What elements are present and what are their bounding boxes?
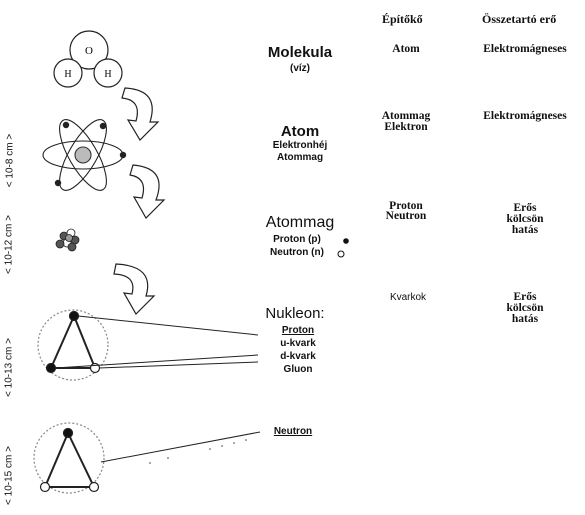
- molecule-o-label: O: [85, 45, 93, 57]
- level-nucleus-title: Atommag: [265, 214, 335, 231]
- nucleon-gluon-label: Gluon: [283, 364, 313, 375]
- neutron-quark-icon: [33, 422, 105, 494]
- nucleus-icon: [55, 228, 80, 252]
- curved-arrow-icon-3: [113, 263, 156, 315]
- molecule-force: Elektromágneses: [483, 43, 567, 55]
- nucleus-block-2: Neutron: [385, 210, 427, 222]
- nucleon-force-2: kölcsön: [506, 302, 544, 314]
- nucleus-force-3: hatás: [511, 224, 539, 236]
- level-atom-title: Atom: [280, 123, 320, 140]
- neutron-dot-icon: [337, 250, 345, 258]
- curved-arrow-icon-1: [121, 87, 160, 141]
- nucleon-u-quark-label: u-kvark: [280, 338, 316, 349]
- nucleon-block: Kvarkok: [389, 292, 427, 303]
- atom-block-1: Atommag: [381, 110, 431, 122]
- nucleon-proton-label: Proton: [281, 325, 315, 336]
- level-nucleon-title: Nukleon:: [265, 305, 325, 322]
- dotted-trace: [149, 439, 247, 464]
- atom-icon: [42, 119, 127, 191]
- nucleon-force-1: Erős: [513, 291, 537, 303]
- nucleon-neutron-label: Neutron: [273, 426, 313, 437]
- nucleus-neutron-label: Neutron (n): [270, 247, 324, 258]
- level-molecule-title: Molekula: [267, 44, 333, 61]
- header-binding-force: Összetartó erő: [482, 12, 557, 26]
- level-atom-sub2: Atommag: [276, 152, 324, 163]
- atom-force: Elektromágneses: [483, 110, 567, 122]
- atom-block-2: Elektron: [384, 121, 428, 133]
- nucleus-proton-label: Proton (p): [273, 234, 321, 245]
- nucleon-force-3: hatás: [511, 313, 539, 325]
- proton-quark-icon: [37, 309, 109, 381]
- molecule-h2-label: H: [104, 69, 111, 80]
- nucleon-d-quark-label: d-kvark: [280, 351, 316, 362]
- nucleus-force-1: Erős: [513, 202, 537, 214]
- nucleus-force-2: kölcsön: [506, 213, 544, 225]
- proton-dot-icon: [343, 238, 349, 244]
- nucleus-block-1: Proton: [389, 200, 423, 212]
- leader-lines: [54, 315, 261, 463]
- water-molecule-icon: O H H: [53, 30, 123, 88]
- molecule-h1-label: H: [64, 69, 71, 80]
- header-building-block: Építőkő: [382, 12, 423, 26]
- molecule-block: Atom: [392, 43, 420, 55]
- curved-arrow-icon-2: [129, 164, 166, 219]
- level-atom-sub1: Elektronhéj: [272, 140, 328, 151]
- level-molecule-sub: (víz): [290, 63, 310, 74]
